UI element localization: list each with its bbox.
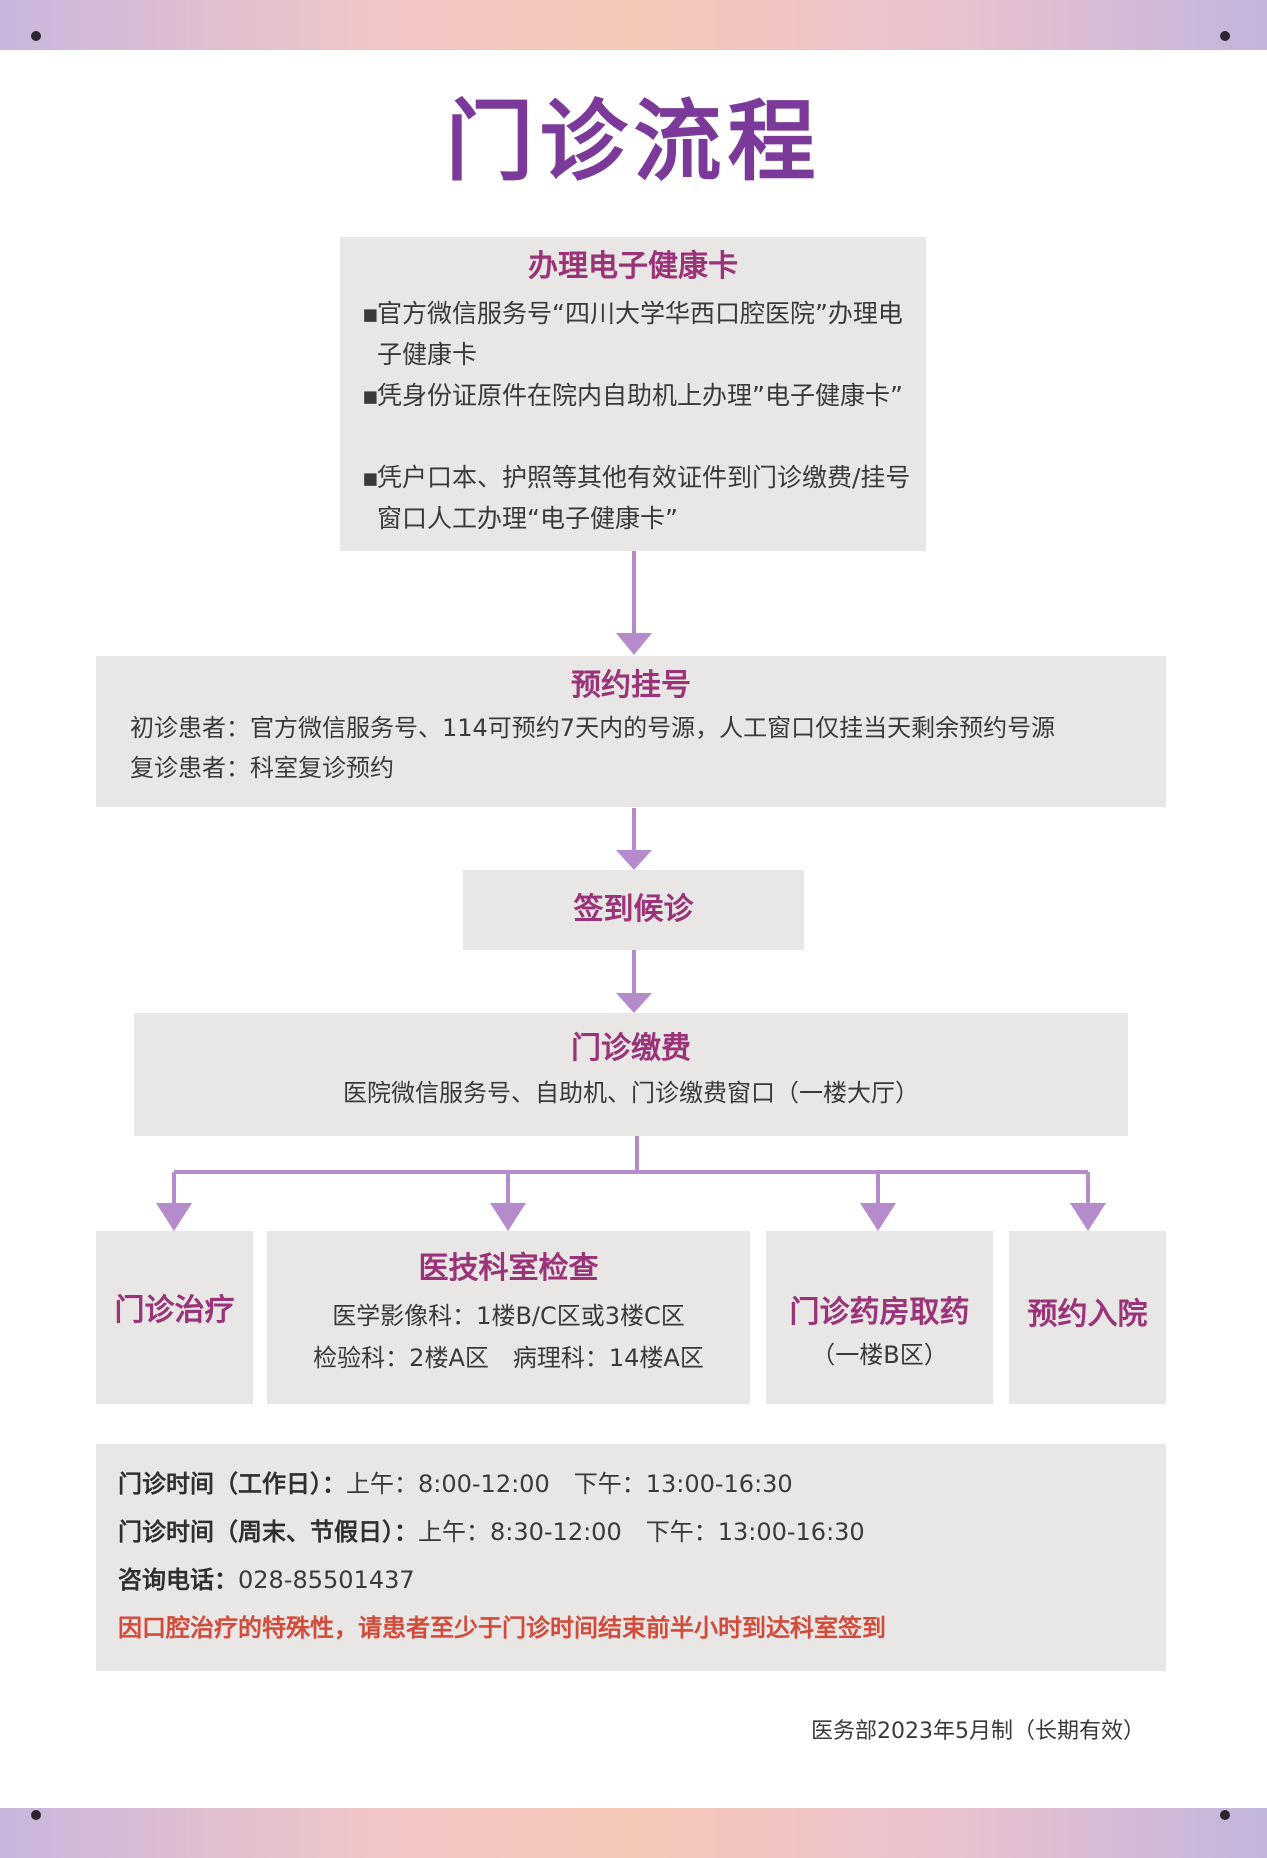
exam-box: 医技科室检查 医学影像科：1楼B/C区或3楼C区 检验科：2楼A区 病理科：14… [267, 1231, 750, 1404]
corner-dot [31, 1810, 41, 1820]
payment-text: 医院微信服务号、自助机、门诊缴费窗口（一楼大厅） [343, 1079, 919, 1107]
treatment-title: 门诊治疗 [114, 1293, 235, 1328]
arrow-head [616, 850, 652, 870]
appointment-line-return-visit: 复诊患者：科室复诊预约 [130, 754, 394, 782]
info-box: 门诊时间（工作日）：上午：8:00-12:00 下午：13:00-16:30 门… [96, 1444, 1166, 1671]
bullet-mark: ▪ [362, 463, 379, 492]
health-card-item: ▪ 凭身份证原件在院内自助机上办理”电子健康卡” [362, 375, 922, 416]
consult-phone-value: 028-85501437 [238, 1566, 415, 1594]
top-gradient-band [0, 0, 1267, 50]
arrow-head [616, 993, 652, 1013]
health-card-item-text: 凭户口本、护照等其他有效证件到门诊缴费/挂号窗口人工办理“电子健康卡” [377, 463, 911, 533]
weekday-hours-value: 上午：8:00-12:00 下午：13:00-16:30 [346, 1470, 793, 1498]
admission-box: 预约入院 [1009, 1231, 1166, 1404]
health-card-item-text: 官方微信服务号“四川大学华西口腔医院”办理电子健康卡 [377, 299, 903, 369]
arrow-head [1070, 1203, 1106, 1231]
health-card-title: 办理电子健康卡 [528, 249, 738, 284]
weekend-hours-value: 上午：8:30-12:00 下午：13:00-16:30 [418, 1518, 865, 1546]
health-card-item: ▪ 凭户口本、护照等其他有效证件到门诊缴费/挂号窗口人工办理“电子健康卡” [362, 457, 922, 539]
weekday-hours: 门诊时间（工作日）：上午：8:00-12:00 下午：13:00-16:30 [118, 1464, 793, 1504]
corner-dot [1220, 31, 1230, 41]
arrow-head [860, 1203, 896, 1231]
checkin-box: 签到候诊 [463, 870, 804, 950]
weekend-hours-label: 门诊时间（周末、节假日）： [118, 1518, 418, 1546]
consult-phone-label: 咨询电话： [118, 1566, 238, 1594]
exam-title: 医技科室检查 [418, 1251, 599, 1286]
pharmacy-location: （一楼B区） [811, 1341, 948, 1369]
weekday-hours-label: 门诊时间（工作日）： [118, 1470, 346, 1498]
health-card-box: 办理电子健康卡 ▪ 官方微信服务号“四川大学华西口腔医院”办理电子健康卡 ▪ 凭… [340, 237, 926, 551]
appointment-line-first-visit: 初诊患者：官方微信服务号、114可预约7天内的号源，人工窗口仅挂当天剩余预约号源 [130, 714, 1056, 742]
page-title: 门诊流程 [445, 90, 822, 193]
payment-box: 门诊缴费 医院微信服务号、自助机、门诊缴费窗口（一楼大厅） [134, 1013, 1128, 1136]
exam-line-imaging: 医学影像科：1楼B/C区或3楼C区 [332, 1302, 685, 1330]
arrow-head [490, 1203, 526, 1231]
treatment-box: 门诊治疗 [96, 1231, 253, 1404]
pharmacy-title: 门诊药房取药 [789, 1295, 970, 1330]
payment-title: 门诊缴费 [571, 1031, 691, 1066]
health-card-item-text: 凭身份证原件在院内自助机上办理”电子健康卡” [377, 381, 903, 410]
checkin-notice: 因口腔治疗的特殊性，请患者至少于门诊时间结束前半小时到达科室签到 [118, 1614, 886, 1642]
corner-dot [31, 31, 41, 41]
appointment-title: 预约挂号 [571, 668, 691, 703]
checkin-title: 签到候诊 [573, 892, 694, 927]
arrow-head [616, 633, 652, 655]
corner-dot [1220, 1810, 1230, 1820]
bottom-gradient-band [0, 1808, 1267, 1858]
consult-phone: 咨询电话：028-85501437 [118, 1560, 415, 1600]
admission-title: 预约入院 [1027, 1297, 1148, 1332]
bullet-mark: ▪ [362, 299, 379, 328]
weekend-hours: 门诊时间（周末、节假日）：上午：8:30-12:00 下午：13:00-16:3… [118, 1512, 865, 1552]
appointment-box: 预约挂号 初诊患者：官方微信服务号、114可预约7天内的号源，人工窗口仅挂当天剩… [96, 656, 1166, 807]
bullet-mark: ▪ [362, 381, 379, 410]
arrow-head [156, 1203, 192, 1231]
footer-note: 医务部2023年5月制（长期有效） [811, 1719, 1145, 1744]
health-card-item: ▪ 官方微信服务号“四川大学华西口腔医院”办理电子健康卡 [362, 293, 922, 375]
pharmacy-box: 门诊药房取药 （一楼B区） [766, 1231, 993, 1404]
exam-line-lab: 检验科：2楼A区 病理科：14楼A区 [313, 1344, 704, 1372]
